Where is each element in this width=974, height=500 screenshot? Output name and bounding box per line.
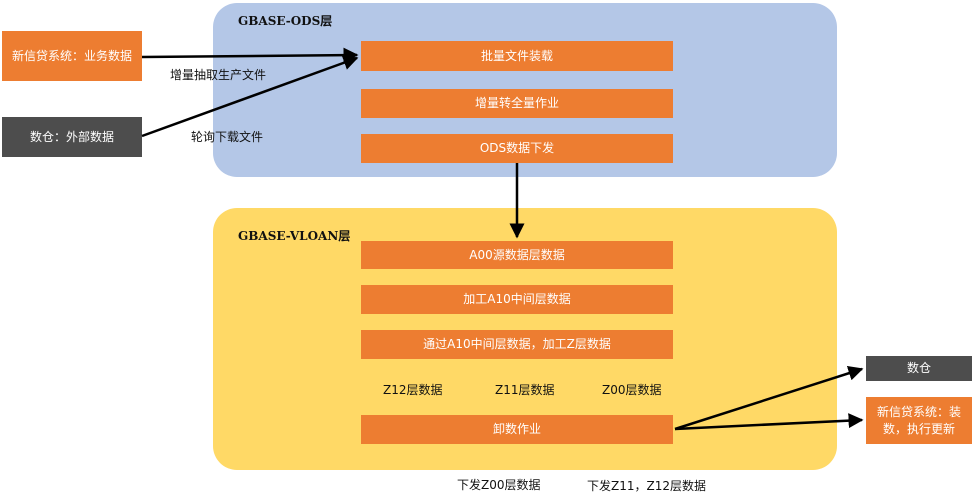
ods-step-batch-load: 批量文件装载 — [361, 41, 673, 71]
z11-label: Z11层数据 — [495, 383, 555, 397]
bottom-label-z11-z12: 下发Z11，Z12层数据 — [587, 479, 706, 493]
z00-label: Z00层数据 — [602, 383, 662, 397]
edge-label-incremental: 增量抽取生产文件 — [170, 68, 267, 82]
vloan-layer-title: GBASE-VLOAN层 — [238, 229, 351, 243]
bottom-label-z00: 下发Z00层数据 — [457, 478, 541, 492]
ods-step-data-distribute: ODS数据下发 — [361, 134, 673, 163]
vloan-step-a10: 加工A10中间层数据 — [361, 285, 673, 314]
ods-layer-title: GBASE-ODS层 — [238, 14, 333, 28]
vloan-step-unload: 卸数作业 — [361, 415, 673, 444]
edge-label-polling: 轮询下载文件 — [191, 130, 264, 144]
vloan-step-a00: A00源数据层数据 — [361, 241, 673, 269]
z12-label: Z12层数据 — [383, 383, 443, 397]
source-warehouse: 数仓：外部数据 — [2, 117, 142, 157]
source-new-credit: 新信贷系统：业务数据 — [2, 31, 142, 81]
target-warehouse: 数仓 — [866, 356, 972, 381]
ods-step-incremental-to-full: 增量转全量作业 — [361, 89, 673, 118]
target-new-credit: 新信贷系统：装数，执行更新 — [866, 397, 972, 444]
vloan-step-z: 通过A10中间层数据，加工Z层数据 — [361, 330, 673, 359]
